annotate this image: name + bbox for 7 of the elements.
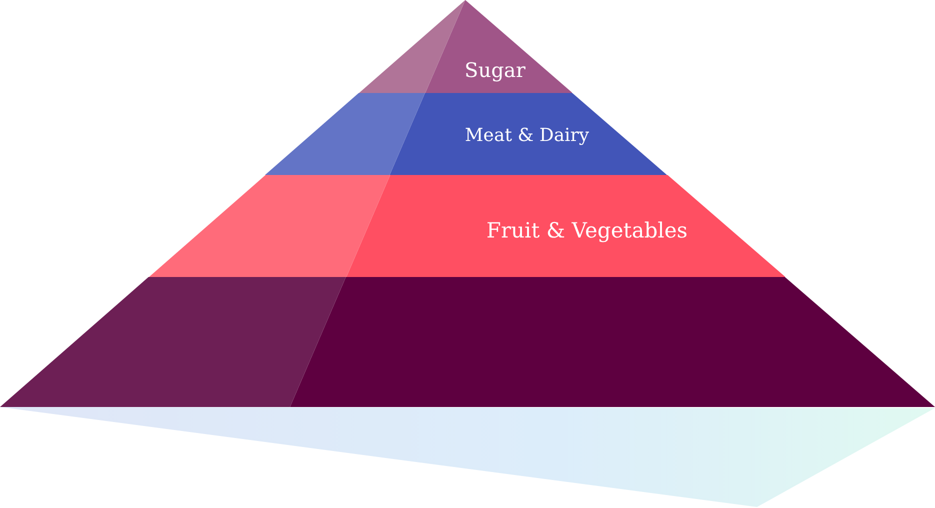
pyramid-tier: [148, 175, 785, 277]
tier-label: Fruit & Vegetables: [486, 218, 688, 244]
tier-label: Meat & Dairy: [464, 125, 590, 147]
pyramid-tier: [265, 93, 668, 175]
pyramid-tier: [358, 0, 572, 93]
pyramid-tier: [0, 277, 935, 407]
tier-label: Sugar: [464, 58, 526, 82]
